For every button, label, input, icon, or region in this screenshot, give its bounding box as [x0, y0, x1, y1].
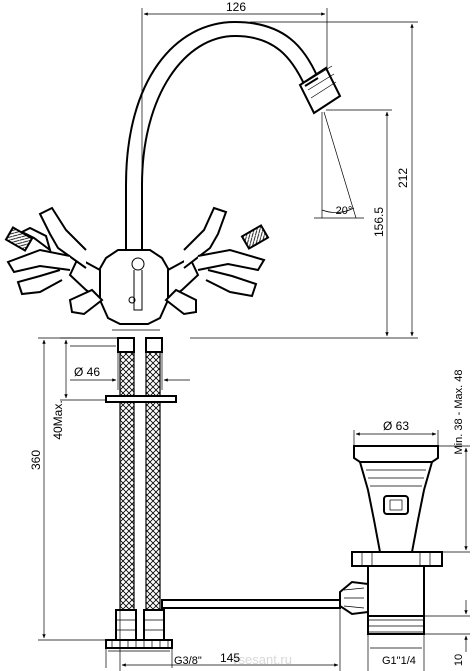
- dim-waste-thread: G1"1/4: [382, 655, 416, 667]
- mixer-body: [96, 249, 172, 331]
- watermark-text: vsesant.ru: [232, 652, 292, 667]
- spout: [125, 20, 342, 250]
- dim-spout-angle: 20°: [336, 205, 353, 217]
- waste-valve: [339, 445, 443, 635]
- dim-rod-length: 145: [220, 651, 240, 665]
- dim-hose-length: 360: [29, 450, 43, 470]
- spout-aerator: [298, 65, 342, 115]
- dim-spout-height: 156.5: [372, 207, 386, 237]
- left-cross-handle: [4, 206, 104, 316]
- dim-waste-range: Min. 38 - Max. 48: [453, 370, 465, 455]
- fixing-plate: [105, 395, 177, 403]
- dim-waste-diameter: Ø 63: [383, 419, 409, 433]
- supply-hoses: [105, 337, 177, 649]
- dim-spout-reach: 126: [226, 0, 246, 14]
- popup-rod: [161, 599, 341, 609]
- dim-overall-height: 212: [396, 168, 410, 188]
- dim-waste-tail: 10: [453, 654, 465, 666]
- dim-max-deck: 40Max.: [51, 400, 65, 439]
- dim-hose-diameter: Ø 46: [74, 365, 100, 379]
- right-cross-handle: [164, 206, 270, 316]
